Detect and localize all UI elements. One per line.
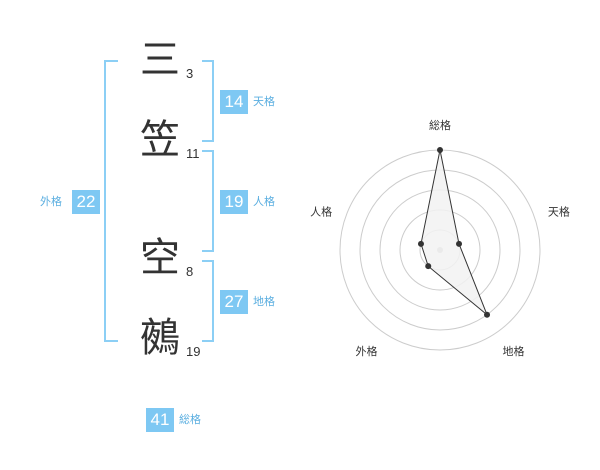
radar-point-4 bbox=[425, 263, 432, 270]
chikaku-value: 27 bbox=[220, 290, 248, 314]
name-char-2: 笠 bbox=[140, 117, 180, 163]
jinkaku-value: 19 bbox=[220, 190, 248, 214]
radar-axis-label-2: 天格 bbox=[548, 204, 570, 218]
tenkaku-label: 天格 bbox=[253, 95, 275, 108]
stroke-count-3: 8 bbox=[186, 264, 194, 279]
stroke-count-2: 11 bbox=[186, 146, 200, 161]
soukaku-label: 総格 bbox=[179, 413, 201, 426]
stroke-count-1: 3 bbox=[186, 66, 194, 81]
jinkaku-label: 人格 bbox=[253, 195, 275, 208]
radar-axis-label-1: 総格 bbox=[429, 118, 451, 132]
jinkaku-bracket bbox=[202, 150, 214, 252]
stroke-count-4: 19 bbox=[186, 344, 201, 359]
radar-polygon bbox=[420, 149, 488, 316]
name-char-1: 三 bbox=[140, 37, 180, 83]
gaikaku-label: 外格 bbox=[40, 195, 62, 208]
radar-point-5 bbox=[417, 240, 424, 247]
radar-point-2 bbox=[456, 240, 463, 247]
chikaku-label: 地格 bbox=[253, 295, 275, 308]
gaikaku-value: 22 bbox=[72, 190, 100, 214]
soukaku-value: 41 bbox=[146, 408, 174, 432]
gaikaku-bracket bbox=[104, 60, 118, 342]
radar-point-3 bbox=[484, 311, 491, 318]
name-char-3: 空 bbox=[140, 235, 180, 281]
radar-axis-label-3: 地格 bbox=[503, 344, 525, 358]
radar-axis-label-4: 外格 bbox=[356, 344, 378, 358]
radar-axis-label-5: 人格 bbox=[310, 204, 332, 218]
tenkaku-bracket bbox=[202, 60, 214, 142]
chikaku-bracket bbox=[202, 260, 214, 342]
tenkaku-value: 14 bbox=[220, 90, 248, 114]
name-char-4: 鵺 bbox=[140, 315, 180, 361]
radar-point-1 bbox=[437, 147, 443, 153]
